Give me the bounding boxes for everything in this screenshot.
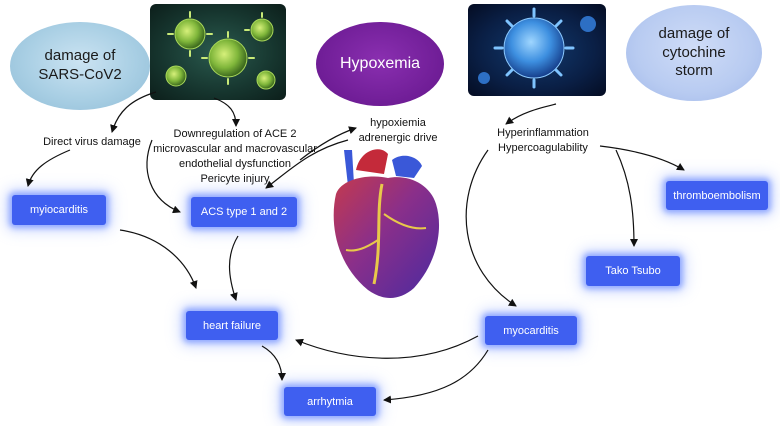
heart-illustration bbox=[322, 144, 442, 304]
myocarditis-box: myocarditis bbox=[485, 316, 577, 345]
arrow-hf-to-arrhytmia bbox=[261, 345, 286, 381]
arrow-hyperinflammation-to-myocarditis bbox=[465, 149, 517, 307]
heart-failure-box: heart failure bbox=[186, 311, 278, 340]
virus-cluster-image bbox=[150, 4, 286, 100]
direct-virus-damage-label: Direct virus damage bbox=[43, 136, 141, 148]
myiocarditis-box: myiocarditis bbox=[12, 195, 106, 225]
arrow-sars-to-direct bbox=[110, 91, 157, 133]
hypoxemia-ellipse: Hypoxemia bbox=[316, 22, 444, 106]
arrow-direct-to-myiocarditis bbox=[25, 149, 71, 187]
arrow-myocarditis-to-hf bbox=[295, 335, 479, 359]
arrow-myiocarditis-to-hf bbox=[119, 229, 198, 289]
sars-cov2-ellipse: damage of SARS-CoV2 bbox=[10, 22, 150, 110]
arrow-ace2-to-acs bbox=[146, 139, 181, 214]
hypoxiemia-adrenergic-label: hypoxiemia adrenergic drive bbox=[358, 117, 438, 144]
acs-type-box: ACS type 1 and 2 bbox=[191, 197, 297, 227]
arrow-hyperinflammation-to-thromboembolism bbox=[599, 145, 685, 171]
arrow-to-hypoxiemia bbox=[299, 126, 357, 161]
ace2-downregulation-label: Downregulation of ACE 2 microvascular an… bbox=[153, 128, 317, 185]
hyperinflammation-label: Hyperinflammation Hypercoagulability bbox=[497, 127, 589, 154]
arrow-acs-to-hf bbox=[228, 235, 239, 301]
cytokine-storm-ellipse: damage of cytochine storm bbox=[626, 5, 762, 101]
tako-tsubo-box: Tako Tsubo bbox=[586, 256, 680, 286]
arrow-myocarditis-to-arrhytmia bbox=[383, 349, 489, 404]
thromboembolism-box: thromboembolism bbox=[666, 181, 768, 210]
arrow-hyperinflammation-to-takotsubo bbox=[615, 149, 638, 247]
arrhytmia-box: arrhytmia bbox=[284, 387, 376, 416]
arrow-virus-to-hyperinflammation bbox=[505, 103, 557, 125]
virus-particle-image bbox=[468, 4, 606, 96]
arrow-hypoxiemia-to-acs bbox=[265, 139, 349, 189]
arrow-virus-to-ace2 bbox=[213, 97, 240, 127]
